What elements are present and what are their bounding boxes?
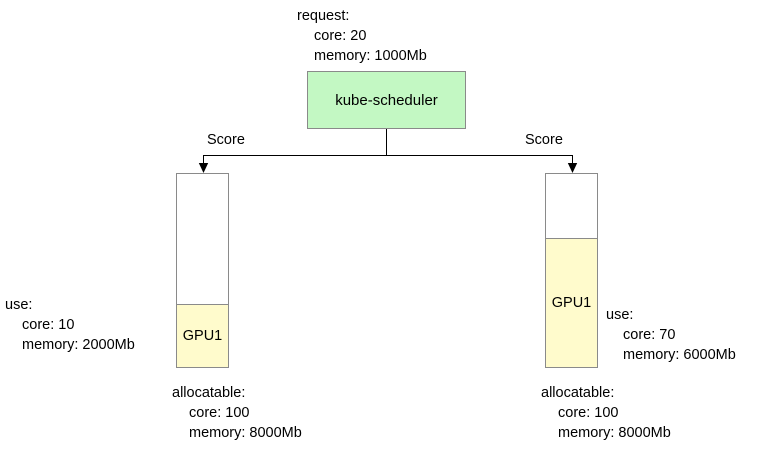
- node-right-gpu-label: GPU1: [551, 295, 592, 311]
- node-right-use-title: use:: [606, 307, 634, 323]
- node-right-allocatable-title: allocatable:: [541, 385, 615, 401]
- edge-left-arrowhead: [198, 163, 209, 173]
- node-left-use-memory: memory: 2000Mb: [22, 337, 135, 353]
- kube-scheduler-node[interactable]: kube-scheduler: [307, 71, 466, 129]
- node-left-gpu-label: GPU1: [182, 328, 223, 344]
- request-title: request:: [297, 8, 350, 24]
- node-right-capacity-bar[interactable]: GPU1: [545, 173, 598, 368]
- node-left-capacity-bar[interactable]: GPU1: [176, 173, 229, 368]
- node-left-allocatable-memory: memory: 8000Mb: [189, 425, 302, 441]
- node-right-used-fill: GPU1: [545, 238, 598, 368]
- node-right-use-memory: memory: 6000Mb: [623, 347, 736, 363]
- node-right-use-core: core: 70: [623, 327, 676, 343]
- node-left-allocatable-annotation: allocatable: core: 100 memory: 8000Mb: [172, 383, 302, 443]
- kube-scheduler-label: kube-scheduler: [335, 91, 438, 109]
- node-left-allocatable-core: core: 100: [189, 405, 250, 421]
- node-right-allocatable-memory: memory: 8000Mb: [558, 425, 671, 441]
- node-right-use-annotation: use: core: 70 memory: 6000Mb: [606, 305, 736, 365]
- node-right-allocatable-annotation: allocatable: core: 100 memory: 8000Mb: [541, 383, 671, 443]
- node-left-use-title: use:: [5, 297, 33, 313]
- request-memory: memory: 1000Mb: [314, 48, 427, 64]
- node-left-use-core: core: 10: [22, 317, 75, 333]
- node-right-allocatable-core: core: 100: [558, 405, 619, 421]
- request-core: core: 20: [314, 28, 367, 44]
- edge-label-score-right: Score: [525, 132, 563, 148]
- node-left-allocatable-title: allocatable:: [172, 385, 246, 401]
- request-annotation: request: core: 20 memory: 1000Mb: [297, 6, 427, 66]
- node-left-used-fill: GPU1: [176, 304, 229, 368]
- node-left-use-annotation: use: core: 10 memory: 2000Mb: [5, 295, 135, 355]
- edge-right-arrowhead: [567, 163, 578, 173]
- edge-label-score-left: Score: [207, 132, 245, 148]
